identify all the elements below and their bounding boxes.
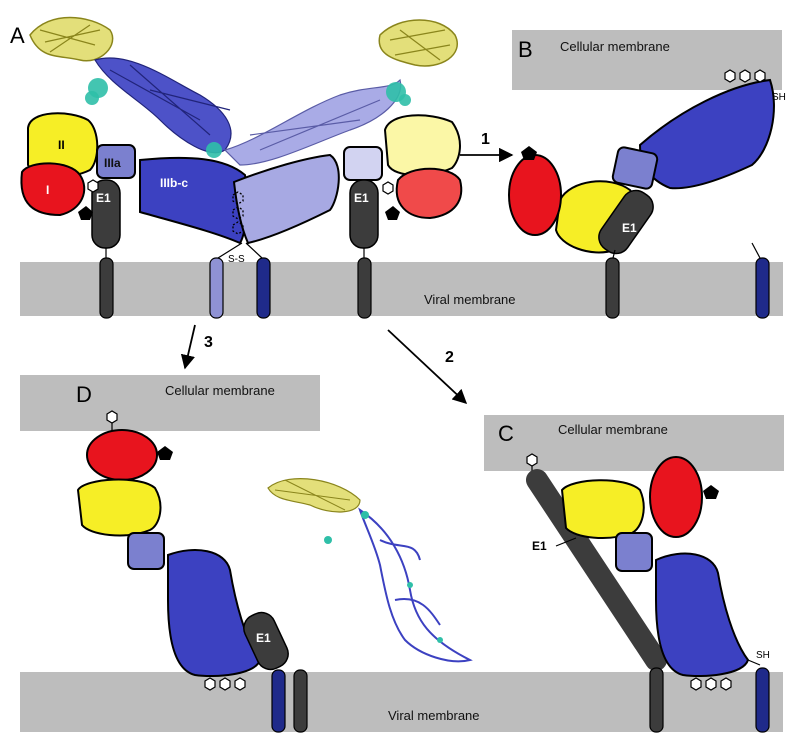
stem-right-a bbox=[245, 242, 263, 259]
plus-pentagon-b bbox=[521, 146, 537, 160]
domain-iiibc-left-label: IIIb-c bbox=[160, 176, 188, 190]
glycans-b bbox=[724, 69, 766, 83]
glycan-hexagon-c bbox=[526, 453, 538, 467]
e1-b-label: E1 bbox=[622, 221, 637, 235]
cellular-membrane-c-label: Cellular membrane bbox=[558, 422, 668, 437]
domain-i-left bbox=[20, 162, 86, 217]
panel-letter-a: A bbox=[10, 23, 25, 48]
cellular-membrane-b-label: Cellular membrane bbox=[560, 39, 670, 54]
arrow-step-3 bbox=[180, 324, 196, 370]
tm-e1-right-a bbox=[357, 257, 372, 319]
glycan-hexagon-right-a bbox=[382, 181, 394, 195]
domain-i-right bbox=[395, 167, 463, 220]
domain-iiia-c bbox=[615, 532, 653, 572]
e1-c-pointer bbox=[555, 537, 577, 547]
domain-iiia-left bbox=[96, 144, 136, 179]
tm-dark-d bbox=[271, 669, 286, 733]
viral-membrane-bottom-label: Viral membrane bbox=[388, 708, 480, 723]
viral-membrane-top bbox=[20, 262, 783, 316]
domain-ii-right bbox=[383, 114, 461, 177]
plus-pentagon-c bbox=[703, 485, 719, 499]
sh-label-c: SH bbox=[756, 650, 770, 661]
panel-letter-d: D bbox=[76, 382, 92, 407]
domain-iiia-left-label: IIIa bbox=[104, 156, 121, 170]
domain-iiibc-right bbox=[232, 153, 340, 245]
domain-i-d bbox=[86, 429, 158, 481]
tm-e1-c bbox=[649, 667, 664, 733]
viral-membrane-top-label: Viral membrane bbox=[424, 292, 516, 307]
e1-d-label: E1 bbox=[256, 631, 271, 645]
domain-iiibc-d bbox=[167, 549, 262, 678]
sh-label-b: SH bbox=[772, 92, 786, 103]
panel-letter-b: B bbox=[518, 37, 533, 62]
glycans-d bbox=[204, 677, 246, 691]
e1-b bbox=[598, 189, 654, 255]
glycans-c bbox=[690, 677, 732, 691]
cellular-membrane-d-label: Cellular membrane bbox=[165, 383, 275, 398]
tm-e1-left-a bbox=[99, 257, 114, 319]
plus-pentagon-d bbox=[157, 446, 173, 460]
pentagon-right-a bbox=[385, 206, 400, 220]
domain-iiia-b bbox=[611, 146, 659, 190]
tm-light-a bbox=[209, 257, 224, 319]
stem-left-a bbox=[217, 242, 243, 259]
interface-glycans bbox=[232, 191, 244, 235]
ribbon-structure-bottom bbox=[267, 478, 473, 663]
domain-iiibc-left bbox=[139, 156, 249, 245]
pentagon-left-a bbox=[78, 206, 93, 220]
viral-membrane-bottom bbox=[20, 672, 783, 732]
domain-iiibc-b bbox=[638, 78, 775, 190]
domain-ii-left-label: II bbox=[58, 138, 65, 152]
domain-ii-d bbox=[76, 478, 162, 537]
domain-iiia-right bbox=[343, 146, 383, 181]
domain-iiibc-c bbox=[655, 552, 750, 678]
step-2-label: 2 bbox=[445, 349, 454, 366]
e1-right-a-label: E1 bbox=[354, 191, 369, 205]
step-1-label: 1 bbox=[481, 131, 490, 148]
tm-e1-d bbox=[293, 669, 308, 733]
glycan-hexagon-d bbox=[106, 410, 118, 424]
e1-c-label: E1 bbox=[532, 539, 547, 553]
ribbon-structure-top bbox=[29, 16, 458, 166]
e1-d bbox=[243, 611, 289, 671]
arrow-step-2 bbox=[387, 329, 468, 404]
domain-iiia-d bbox=[127, 532, 165, 570]
e1-rod-c bbox=[526, 469, 667, 671]
tm-e1-b bbox=[605, 257, 620, 319]
domain-ii-c bbox=[560, 479, 645, 539]
domain-i-c bbox=[649, 456, 703, 538]
cellular-membrane-b bbox=[512, 30, 782, 90]
disulfide-label: S-S bbox=[228, 254, 245, 265]
domain-i-left-label: I bbox=[46, 183, 49, 197]
glycan-hexagon-left-a bbox=[87, 179, 99, 193]
tm-dark-b bbox=[755, 257, 770, 319]
tm-dark-c bbox=[755, 667, 770, 733]
step-3-label: 3 bbox=[204, 334, 213, 351]
tm-dark-a bbox=[256, 257, 271, 319]
panel-letter-c: C bbox=[498, 421, 514, 446]
e1-left-a-label: E1 bbox=[96, 191, 111, 205]
cellular-membrane-d bbox=[20, 375, 320, 431]
domain-i-b bbox=[508, 154, 562, 236]
